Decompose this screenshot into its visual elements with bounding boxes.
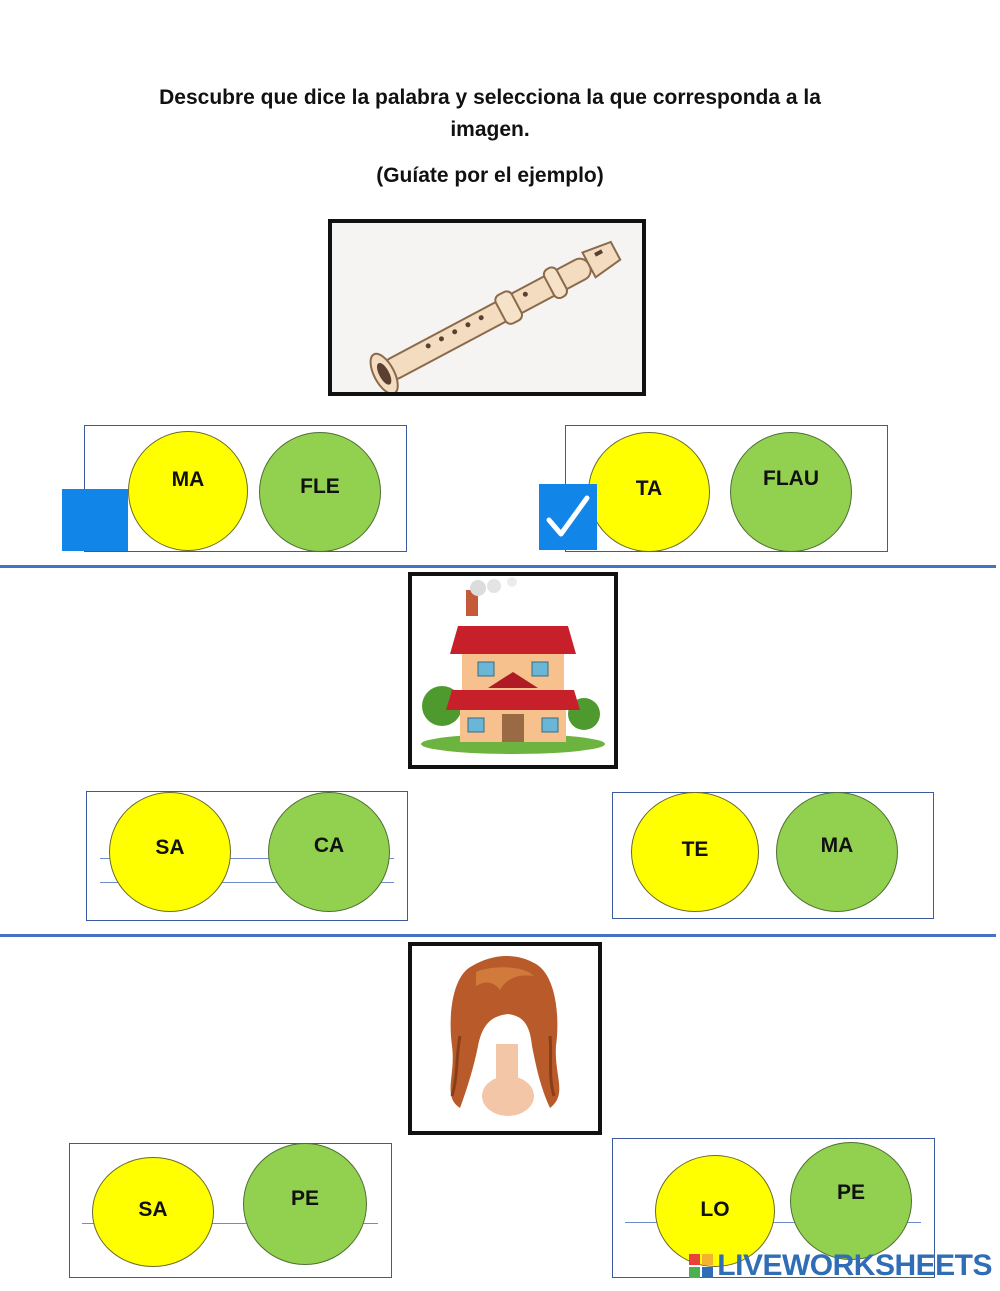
- guide-line: [100, 882, 394, 883]
- syllable-circle: LO: [655, 1155, 775, 1267]
- syllable-circle: MA: [128, 431, 248, 551]
- syllable-circle: CA: [268, 792, 390, 912]
- checkmark-icon: [546, 495, 590, 537]
- syllable-circle: FLE: [259, 432, 381, 552]
- hair-picture-frame: [408, 942, 602, 1135]
- syllable-circle: FLAU: [730, 432, 852, 552]
- syllable-label: SA: [138, 1198, 168, 1221]
- syllable-label: PE: [290, 1187, 319, 1210]
- syllable-label: PE: [836, 1181, 865, 1204]
- checkbox-unselected[interactable]: [62, 489, 128, 551]
- guide-line: [100, 858, 394, 859]
- syllable-label: SA: [155, 836, 185, 859]
- syllable-circle: SA: [109, 792, 231, 912]
- section-divider: [0, 934, 996, 937]
- flute-picture-frame: [328, 219, 646, 396]
- syllable-label: TA: [635, 477, 663, 500]
- liveworksheets-logo: LIVEWORKSHEETS: [689, 1249, 992, 1283]
- syllable-label: FLAU: [763, 467, 819, 490]
- section-divider: [0, 565, 996, 568]
- syllable-circle: MA: [776, 792, 898, 912]
- instructions-subtitle: (Guíate por el ejemplo): [376, 164, 604, 187]
- house-icon: [421, 577, 605, 754]
- syllable-label: MA: [171, 468, 205, 491]
- syllable-label: MA: [820, 834, 854, 857]
- house-picture-frame: [408, 572, 618, 769]
- syllable-label: LO: [700, 1198, 730, 1221]
- syllable-circle: SA: [92, 1157, 214, 1267]
- syllable-circle: PE: [243, 1143, 367, 1265]
- syllable-label: TE: [681, 838, 709, 861]
- syllable-circle: TA: [588, 432, 710, 552]
- guide-line: [82, 1223, 378, 1224]
- syllable-label: FLE: [300, 475, 340, 498]
- checkbox-selected[interactable]: [539, 484, 597, 550]
- recorder-flute-icon: [332, 223, 642, 395]
- syllable-circle: PE: [790, 1142, 912, 1260]
- syllable-circle: TE: [631, 792, 759, 912]
- logo-text: LIVEWORKSHEETS: [717, 1249, 992, 1282]
- long-hair-icon: [412, 946, 598, 1131]
- syllable-label: CA: [313, 834, 345, 857]
- liveworksheets-logo-icon: [689, 1254, 714, 1278]
- instructions-title: Descubre que dice la palabra y seleccion…: [159, 86, 821, 141]
